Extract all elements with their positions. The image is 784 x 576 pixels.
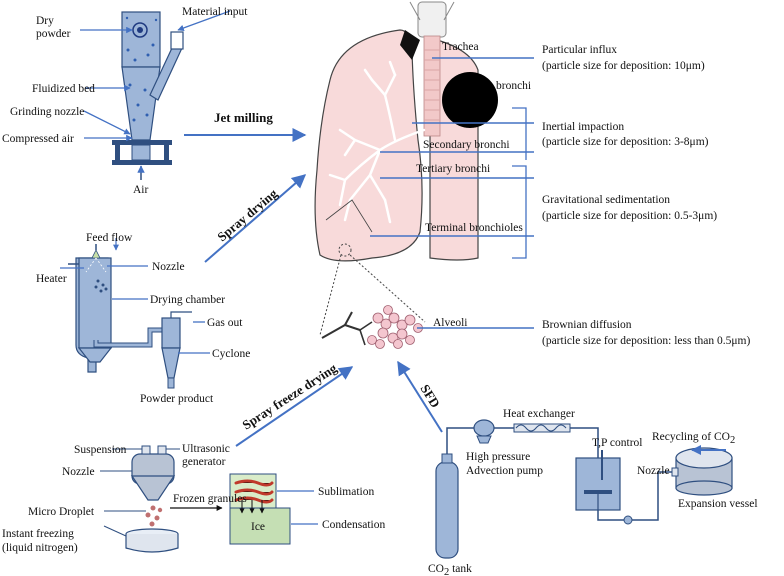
air-label: Air [133, 184, 149, 196]
alveoli-illustration [321, 305, 534, 349]
spray-nozzle-label: Nozzle [152, 261, 185, 273]
mechanism-name: Gravitational sedimentation [542, 194, 670, 206]
ice-label: Ice [251, 521, 265, 533]
co2-nozzle-label: Nozzle [637, 465, 670, 477]
instant-freezing-label: Instant freezing [2, 528, 74, 540]
frozen-granules-label: Frozen granules [173, 493, 247, 505]
sfd-nozzle-label: Nozzle [62, 466, 95, 478]
jet-mill-apparatus [80, 10, 231, 180]
ultrasonic-label: Ultrasonic [182, 443, 230, 455]
lung-pointer-lines [370, 57, 534, 237]
dry-powder-label: Dry [36, 15, 54, 27]
tp-control-label: T,P control [592, 437, 642, 449]
mechanism-detail: (particle size for deposition: 3-8μm) [542, 136, 709, 148]
ultrasonic-label-line2: generator [182, 456, 226, 468]
mechanism-detail: (particle size for deposition: 0.5-3μm) [542, 210, 717, 222]
bronchi-label: bronchi [496, 80, 531, 92]
suspension-label: Suspension [74, 444, 127, 456]
trachea-label: Trachea [442, 41, 479, 53]
instant-freezing-label-line2: (liquid nitrogen) [2, 542, 78, 554]
compressed-air-label: Compressed air [2, 133, 74, 145]
recycling-co2-subscript: 2 [730, 435, 735, 446]
grinding-nozzle-label: Grinding nozzle [10, 106, 84, 118]
secondary-bronchi-label: Secondary bronchi [423, 139, 510, 151]
spray-freeze-dryer-apparatus [100, 445, 318, 553]
feed-flow-label: Feed flow [86, 232, 133, 244]
spray-dryer-apparatus [60, 238, 210, 389]
mechanism-name: Brownian diffusion [542, 319, 632, 331]
co2-tank-suffix: tank [449, 563, 472, 575]
co2-tank-subscript: 2 [444, 567, 449, 576]
terminal-bronchioles-label: Terminal bronchioles [425, 222, 523, 234]
co2-tank-label: CO2 tank [428, 563, 472, 576]
fluidized-bed-label: Fluidized bed [32, 83, 95, 95]
co2-tank-text: CO [428, 563, 444, 575]
expansion-vessel-label: Expansion vessel [678, 498, 758, 510]
cyclone-label: Cyclone [212, 348, 250, 360]
micro-droplet-label: Micro Droplet [28, 506, 95, 518]
impaction-bracket [512, 107, 527, 160]
sfd-co2-system [435, 419, 733, 559]
dry-powder-label-line2: powder [36, 28, 71, 40]
spray-freeze-drying-label: Spray freeze drying [239, 360, 339, 432]
advection-pump-label: Advection pump [466, 465, 543, 477]
mechanism-detail: (particle size for deposition: less than… [542, 335, 750, 347]
sfd-arrow [397, 360, 443, 433]
mechanism-detail: (particle size for deposition: 10μm) [542, 60, 705, 72]
powder-product-label: Powder product [140, 393, 214, 405]
mechanism-name: Particular influx [542, 44, 617, 56]
spray-freeze-drying-arrow [235, 366, 354, 447]
recycling-co2-label: Recycling of CO2 [652, 431, 735, 446]
sedimentation-bracket [512, 165, 527, 259]
jet-milling-label: Jet milling [214, 110, 273, 125]
tertiary-bronchi-label: Tertiary bronchi [416, 163, 490, 175]
heat-exchanger-label: Heat exchanger [503, 408, 575, 420]
spray-drying-label: Spray drying [214, 185, 280, 244]
lung-illustration [314, 1, 498, 336]
drying-chamber-label: Drying chamber [150, 294, 225, 306]
high-pressure-label: High pressure [466, 451, 530, 463]
sublimation-label: Sublimation [318, 486, 374, 498]
mechanism-name: Inertial impaction [542, 121, 624, 133]
sfd-label: SFD [417, 382, 443, 411]
heater-label: Heater [36, 273, 67, 285]
recycling-co2-text: Recycling of CO [652, 431, 730, 443]
spray-drying-arrow [204, 174, 307, 263]
alveoli-label: Alveoli [433, 317, 468, 329]
material-input-label: Material input [182, 6, 248, 18]
condensation-label: Condensation [322, 519, 385, 531]
gas-out-label: Gas out [207, 317, 243, 329]
